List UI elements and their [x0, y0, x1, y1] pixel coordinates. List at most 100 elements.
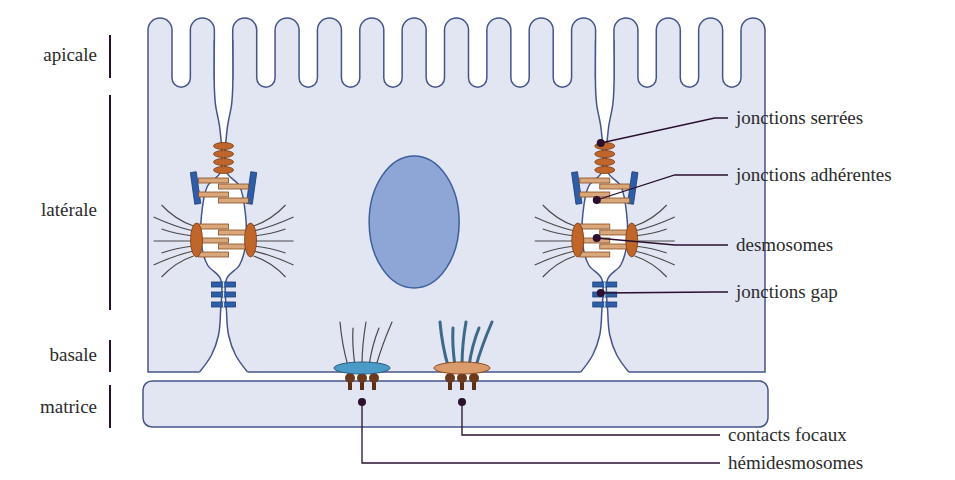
- intermediate-filament: [635, 256, 667, 277]
- tight-junction-symbol: [595, 151, 615, 158]
- tight-junction-symbol: [595, 167, 615, 174]
- junction-label: hémidesmosomes: [728, 452, 863, 474]
- tight-junction-symbol: [214, 151, 234, 158]
- tight-junction-symbol: [214, 167, 234, 174]
- focal-contact-filament: [440, 322, 448, 366]
- intermediate-filament: [543, 229, 575, 236]
- region-label: matrice: [40, 396, 97, 418]
- desmoglein-strand: [600, 230, 630, 235]
- adherens-actin-bar: [190, 172, 200, 205]
- hemidesmosome-filament: [362, 322, 366, 366]
- gap-junction-symbol: [593, 282, 617, 287]
- intermediate-filament: [535, 240, 575, 241]
- intercellular-space: [580, 40, 629, 380]
- connexon-gap: [604, 302, 605, 307]
- intermediate-filament: [535, 217, 575, 231]
- focal-contact-filament: [453, 328, 455, 366]
- desmoglein-strand: [600, 244, 630, 249]
- intermediate-filament: [162, 256, 194, 277]
- leader-line: [597, 238, 728, 245]
- tight-junction-symbol: [214, 143, 234, 150]
- integrin-head: [445, 373, 455, 383]
- tight-junction-symbol: [214, 159, 234, 166]
- intermediate-filament: [254, 229, 286, 236]
- intermediate-filament: [254, 217, 294, 231]
- extracellular-matrix: [143, 381, 768, 427]
- intermediate-filament: [635, 229, 667, 236]
- junction-label: jonctions gap: [736, 281, 838, 303]
- desmosome-plaque: [191, 223, 203, 257]
- region-bracket: [109, 340, 111, 372]
- integrin-head: [469, 373, 479, 383]
- desmoglein-strand: [580, 252, 610, 257]
- cadherin-strand: [580, 178, 610, 183]
- lateral-membrane: [200, 40, 223, 372]
- desmoglein-strand: [199, 238, 229, 243]
- cadherin-strand: [199, 178, 229, 183]
- leader-dot: [597, 139, 605, 147]
- lateral-membrane: [606, 40, 629, 372]
- leader-dot: [458, 398, 466, 406]
- connexon-gap: [223, 302, 224, 307]
- intermediate-filament: [254, 240, 294, 241]
- tight-junction-symbol: [595, 159, 615, 166]
- leader-line: [601, 118, 728, 143]
- leader-line: [462, 402, 720, 435]
- region-bracket: [109, 385, 111, 428]
- integrin-head: [369, 373, 379, 383]
- connexon-gap: [604, 282, 605, 287]
- intermediate-filament: [162, 229, 194, 236]
- intermediate-filament: [635, 217, 675, 231]
- desmoglein-strand: [580, 224, 610, 229]
- cadherin-strand: [219, 184, 249, 189]
- focal-contact-plaque: [434, 362, 490, 374]
- gap-junction-symbol: [212, 282, 236, 287]
- nucleus: [369, 156, 459, 288]
- desmoglein-strand: [199, 224, 229, 229]
- junction-label: jonctions adhérentes: [736, 164, 892, 186]
- hemidesmosome-plaque: [334, 362, 390, 374]
- integrin-head: [345, 373, 355, 383]
- cadherin-strand: [199, 192, 229, 197]
- desmoglein-strand: [219, 244, 249, 249]
- focal-contact-filament: [462, 322, 466, 366]
- connexon-gap: [223, 292, 224, 297]
- cadherin-strand: [600, 184, 630, 189]
- intermediate-filament: [543, 256, 575, 277]
- intermediate-filament: [154, 217, 194, 231]
- gap-junction-symbol: [212, 302, 236, 307]
- focal-contact-filament: [476, 322, 492, 366]
- leader-dot: [593, 234, 601, 242]
- lateral-membrane: [581, 40, 604, 372]
- desmosome-plaque: [572, 223, 584, 257]
- cadherin-strand: [600, 198, 630, 203]
- intermediate-filament: [154, 240, 194, 241]
- leader-line: [597, 175, 728, 200]
- cadherin-strand: [580, 192, 610, 197]
- junction-label: contacts focaux: [728, 424, 847, 446]
- desmosome-plaque: [245, 223, 257, 257]
- connexon-gap: [223, 282, 224, 287]
- hemidesmosome-filament: [340, 322, 348, 366]
- region-bracket: [109, 95, 111, 310]
- leader-dot: [593, 196, 601, 204]
- gap-junction-symbol: [593, 302, 617, 307]
- intermediate-filament: [254, 256, 286, 277]
- leader-dot: [358, 398, 366, 406]
- junction-label: desmosomes: [736, 234, 833, 256]
- region-label: latérale: [41, 199, 97, 221]
- leader-line: [601, 292, 728, 293]
- desmosome-plaque: [626, 223, 638, 257]
- leader-dot: [597, 289, 605, 297]
- hemidesmosome-filament: [376, 322, 392, 366]
- junction-label: jonctions serrées: [736, 107, 863, 129]
- gap-junction-symbol: [212, 292, 236, 297]
- leader-line: [362, 402, 720, 463]
- lateral-membrane: [225, 40, 248, 372]
- desmoglein-strand: [199, 252, 229, 257]
- intercellular-space: [199, 40, 248, 380]
- hemidesmosome-filament: [353, 328, 355, 366]
- desmoglein-strand: [219, 230, 249, 235]
- region-label: basale: [50, 344, 97, 366]
